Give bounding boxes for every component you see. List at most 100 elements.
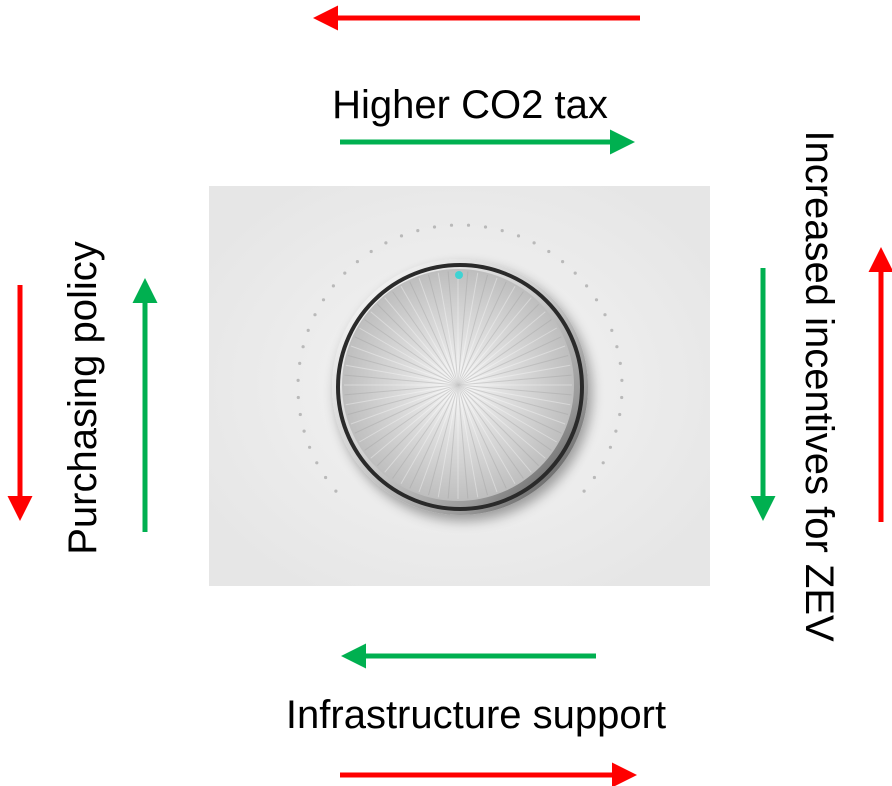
- knob-brush-line: [350, 345, 459, 386]
- knob-brush-line: [392, 291, 459, 386]
- knob-brush-line: [457, 384, 516, 484]
- knob-brush-line: [345, 384, 459, 406]
- knob-brush-line: [457, 384, 562, 434]
- knob-brush-line: [384, 384, 459, 473]
- knob-tick-mark: [561, 260, 565, 264]
- knob-brush-line: [344, 384, 459, 396]
- knob-tick-mark: [334, 489, 338, 493]
- knob-tick-mark: [449, 223, 454, 227]
- knob-brush-line: [370, 311, 459, 386]
- knob-brush-line: [457, 355, 569, 386]
- knob-tick-mark: [399, 234, 404, 238]
- left-label: Purchasing policy: [61, 241, 105, 555]
- knob-brush-line: [457, 384, 498, 493]
- knob-tick-mark: [313, 313, 317, 317]
- knob-tick-ring: [296, 223, 624, 493]
- knob-brush-line: [457, 345, 566, 386]
- knob-tick-mark: [516, 234, 521, 238]
- knob-tick-mark: [601, 461, 605, 465]
- knob-brush-line: [457, 384, 532, 473]
- knob-brush-line: [457, 272, 479, 386]
- knob-tick-mark: [532, 241, 536, 245]
- knob-brush-line: [347, 384, 459, 415]
- knob-tick-mark: [608, 445, 613, 449]
- knob-tick-mark: [547, 249, 551, 254]
- top-label: Higher CO2 tax: [332, 83, 608, 127]
- knob-brush-line: [447, 384, 459, 499]
- knob-brush-line: [347, 355, 459, 386]
- knob-tick-mark: [614, 429, 618, 433]
- knob-brush-line: [409, 281, 459, 386]
- knob-brush-line: [409, 384, 459, 489]
- knob-brush-line: [344, 374, 459, 386]
- knob-tick-mark: [298, 361, 302, 365]
- knob-brush-line: [457, 384, 552, 451]
- knob-brush-line: [457, 384, 566, 425]
- knob-brush-line: [345, 364, 459, 386]
- knob-tick-mark: [343, 271, 347, 275]
- knob-brush-line: [370, 384, 459, 459]
- knob-brush-line: [457, 291, 524, 386]
- knob-tick-mark: [432, 225, 437, 229]
- knob-brush-line: [457, 384, 572, 396]
- knob-brush-line: [457, 374, 572, 386]
- knob-tick-mark: [594, 298, 599, 302]
- knob-brush-line: [354, 336, 459, 386]
- knob-brush-line: [384, 297, 459, 386]
- knob-brush-line: [457, 297, 532, 386]
- volume-knob-icon: [209, 186, 710, 586]
- knob-tick-mark: [620, 395, 624, 400]
- knob-tick-mark: [296, 395, 300, 400]
- knob-tick-mark: [582, 489, 586, 493]
- knob-brush-line: [354, 384, 459, 434]
- knob-brush-line: [418, 277, 459, 386]
- knob-brush-line: [437, 272, 459, 386]
- knob-tick-mark: [573, 271, 577, 275]
- bottom-label: Infrastructure support: [286, 693, 666, 737]
- knob-brush-line: [457, 336, 562, 386]
- knob-tick-mark: [618, 412, 622, 417]
- knob-tick-mark: [416, 229, 420, 233]
- knob-tick-mark: [308, 445, 312, 449]
- knob-brush-line: [447, 271, 459, 386]
- knob-brush-line: [457, 384, 569, 415]
- knob-brush-line: [359, 327, 459, 386]
- knob-brush-line: [377, 384, 459, 466]
- knob-brush-line: [457, 384, 571, 406]
- knob-brush-line: [350, 384, 459, 425]
- knob-brush-line: [457, 364, 571, 386]
- knob-tick-mark: [302, 429, 306, 433]
- knob-brush-line: [457, 281, 507, 386]
- knob-brush-line: [428, 274, 459, 386]
- knob-brush-line: [457, 384, 507, 489]
- knob-tick-mark: [585, 284, 589, 288]
- knob-tick-mark: [324, 475, 328, 480]
- knob-tick-mark: [483, 225, 488, 229]
- knob-brush-line: [437, 384, 459, 498]
- knob-brush-line: [457, 271, 469, 386]
- knob-rim-dark: [336, 263, 584, 511]
- knob-tick-mark: [500, 229, 504, 233]
- right-label: Increased incentives for ZEV: [797, 130, 841, 642]
- knob-brush-line: [400, 286, 459, 386]
- knob-tick-mark: [355, 260, 359, 264]
- knob-brush-line: [457, 286, 516, 386]
- knob-brush-line: [457, 311, 546, 386]
- knob-tick-mark: [331, 284, 335, 288]
- knob-brush-line: [418, 384, 459, 493]
- knob-tick-mark: [466, 223, 471, 227]
- knob-tick-mark: [603, 313, 607, 317]
- knob-tick-mark: [315, 461, 319, 465]
- knob-brush-line: [457, 384, 488, 496]
- knob-brush-line: [457, 277, 498, 386]
- knob-brush-line: [457, 384, 539, 466]
- knob-brush-line: [457, 384, 479, 498]
- knob-tick-mark: [592, 475, 597, 480]
- knob-brush-line: [359, 384, 459, 443]
- knob-tick-mark: [298, 412, 302, 417]
- knob-brush-line: [400, 384, 459, 484]
- knob-indicator-dot: [455, 271, 463, 279]
- knob-brush-line: [364, 384, 459, 451]
- knob-brush-line: [428, 384, 459, 496]
